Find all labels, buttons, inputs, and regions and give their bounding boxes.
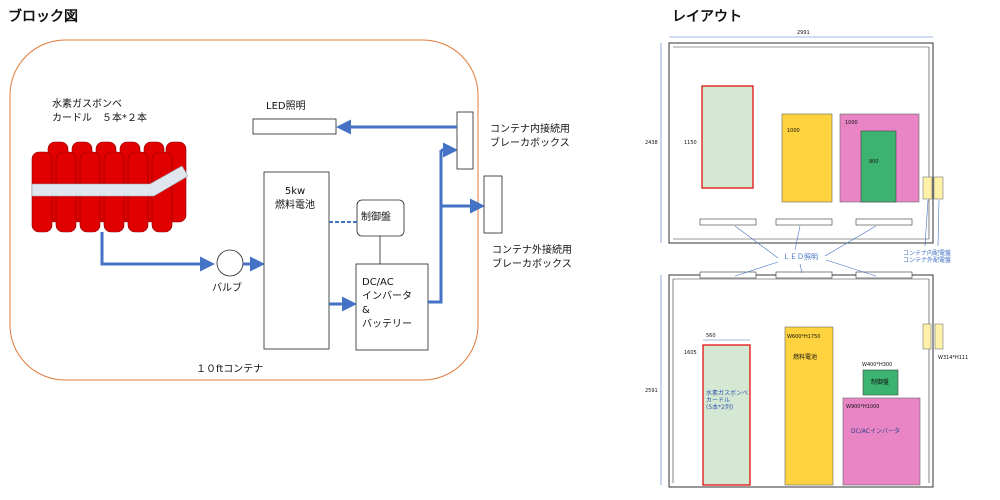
top-led-3 [855, 218, 913, 226]
top-inverter-dim: 1000 [845, 120, 858, 126]
top-cylinder-area [701, 85, 754, 189]
controller-label: 制御盤 [361, 212, 391, 223]
top-depth-dim: 2438 [645, 140, 658, 146]
top-controller [860, 130, 897, 203]
led-label: LED照明 [266, 101, 306, 112]
layout-title: レイアウト [672, 9, 742, 25]
side-cylinder-height-dim: 1605 [684, 350, 697, 356]
controller-box [356, 199, 405, 237]
valve-label: バルブ [212, 283, 242, 294]
breaker-box-inner [456, 111, 474, 170]
top-cylinder-dim: 1150 [684, 140, 697, 146]
side-cylinder-label: 水素ガスボンベ カードル (5本*2列) [706, 390, 749, 411]
top-width-dim: 2991 [797, 30, 810, 36]
top-fuel-cell [781, 113, 833, 203]
side-led-2 [775, 271, 833, 279]
led-layout-label: ＬＥＤ照明 [783, 253, 818, 261]
led-box [252, 118, 337, 135]
led-leader-lines [734, 225, 877, 277]
block-diagram-title: ブロック図 [8, 9, 78, 25]
side-led-3 [855, 271, 913, 279]
side-led-1 [699, 271, 757, 279]
side-height-dim: 2591 [645, 388, 658, 394]
cylinder-to-valve-arrow [100, 232, 215, 272]
inverter-to-breakers-line [428, 150, 443, 304]
fuel-cell-box [263, 171, 330, 350]
side-panel-1 [922, 323, 932, 350]
top-led-2 [775, 218, 833, 226]
side-panel-2 [934, 323, 944, 350]
side-controller [862, 369, 899, 396]
fuel-cell-label: 5kw 燃料電池 [275, 186, 315, 211]
side-fuel-cell-size: W600*H1750 [787, 334, 821, 340]
side-inverter [842, 397, 921, 486]
valve-shape [216, 249, 244, 277]
side-fuel-cell [784, 326, 834, 486]
top-panel-2 [933, 176, 944, 200]
breaker-box-outer [483, 175, 503, 234]
breaker-in-label: コンテナ内接続用 ブレーカボックス [490, 124, 570, 149]
inverter-label: DC/AC インバータ & バッテリー [362, 277, 412, 330]
side-fuel-cell-label: 燃料電池 [793, 354, 818, 361]
side-controller-size: W400*H300 [862, 362, 893, 368]
container-label: １０ftコンテナ [196, 364, 264, 375]
cylinder-label: 水素ガスボンベ カードル ５本*２本 [52, 99, 147, 124]
top-fuel-cell-dim: 1000 [787, 128, 800, 134]
gas-cylinder-bundle [31, 141, 189, 233]
top-panel-1 [922, 176, 933, 200]
top-led-1 [699, 218, 757, 226]
inverter-box [355, 263, 429, 351]
side-panel-size: W314*H111 [938, 355, 969, 361]
side-cylinder-area [702, 344, 751, 486]
breaker-out-label: コンテナ外接続用 ブレーカボックス [492, 245, 572, 270]
side-controller-label: 制御盤 [871, 379, 890, 386]
panel-leader-lines [924, 199, 940, 247]
side-inverter-label: DC/ACインバータ [851, 428, 901, 435]
side-inverter-size: W900*H1000 [846, 404, 880, 410]
panel-labels: コンテナ内配電盤 コンテナ外配電盤 [903, 250, 952, 264]
top-controller-dim: 900 [869, 159, 879, 165]
side-cylinder-width-dim: 560 [706, 333, 716, 339]
